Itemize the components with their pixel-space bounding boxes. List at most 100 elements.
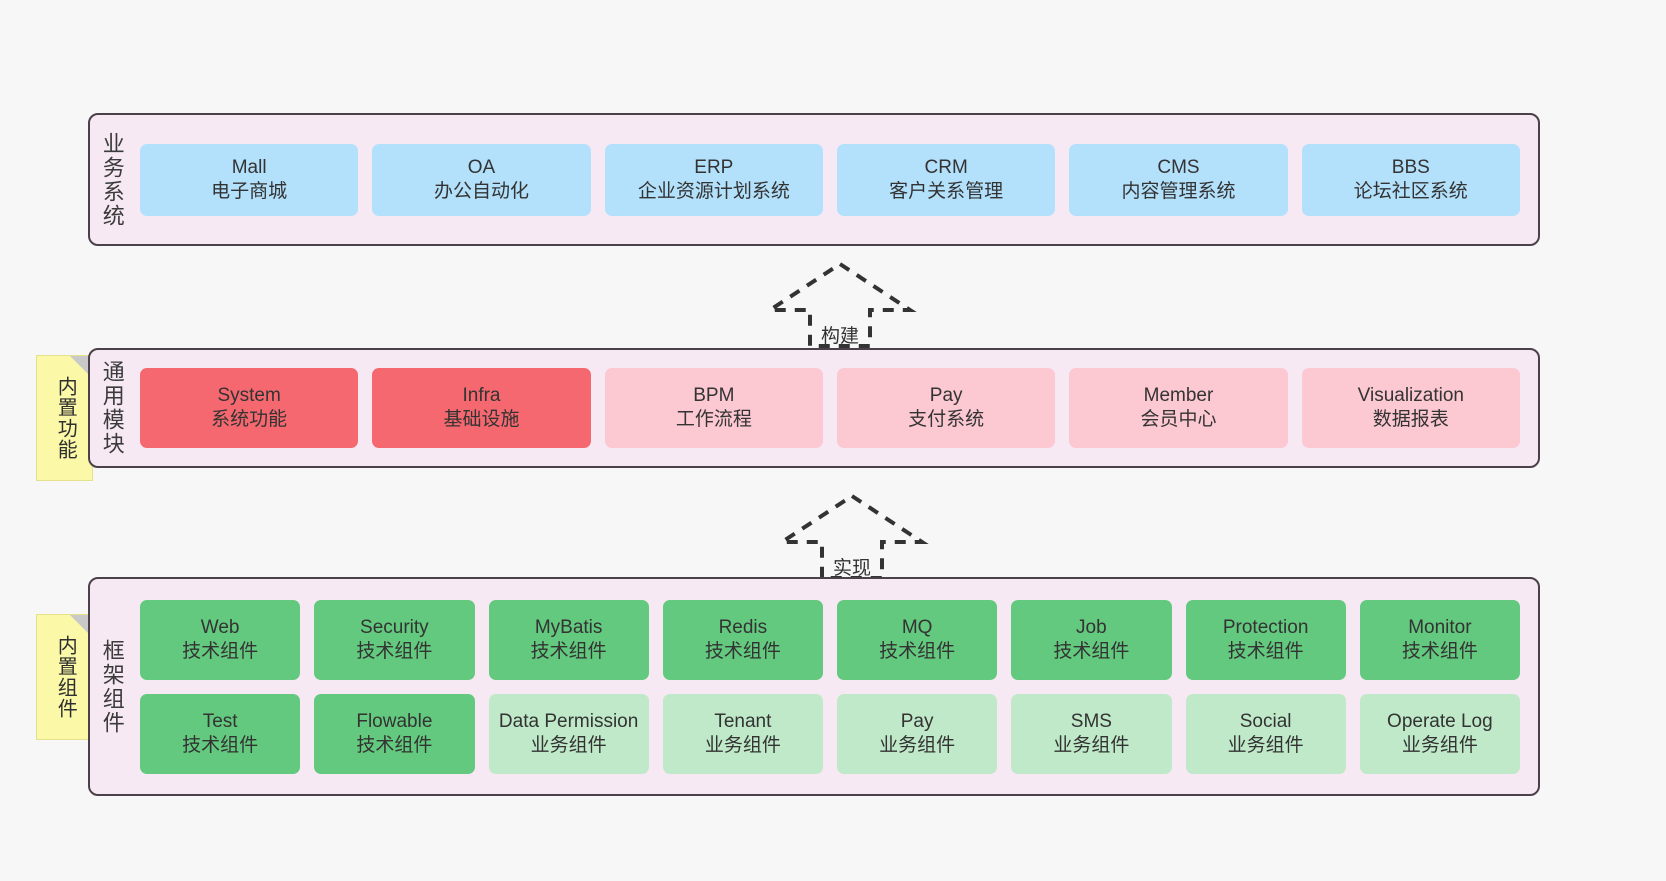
layer-title-framework-components: 框架组件 xyxy=(99,638,125,735)
layer-title-business-systems: 业务系统 xyxy=(99,131,125,228)
node-bpm[interactable]: BPM 工作流程 xyxy=(604,368,823,448)
node-tenant-sub: 业务组件 xyxy=(704,734,781,756)
node-operate-log-name: Operate Log xyxy=(1387,710,1493,732)
node-mybatis[interactable]: MyBatis 技术组件 xyxy=(488,599,649,680)
node-flowable-name: Flowable xyxy=(356,710,433,732)
node-security-sub: 技术组件 xyxy=(356,640,433,662)
node-test[interactable]: Test 技术组件 xyxy=(140,693,301,774)
node-job-name: Job xyxy=(1076,616,1107,638)
node-social[interactable]: Social 业务组件 xyxy=(1185,693,1346,774)
node-mall[interactable]: Mall 电子商城 xyxy=(140,143,359,216)
node-social-name: Social xyxy=(1239,710,1292,732)
node-data-permission-name: Data Permission xyxy=(498,710,639,732)
node-oa-name: OA xyxy=(467,156,496,178)
connector-realize-label: 实现 xyxy=(832,558,872,579)
node-mq-name: MQ xyxy=(901,616,933,638)
layer-body-framework-components: Web 技术组件 Security 技术组件 MyBatis 技术组件 Redi… xyxy=(134,579,1538,794)
node-visualization-name: Visualization xyxy=(1357,385,1464,407)
node-redis[interactable]: Redis 技术组件 xyxy=(662,599,823,680)
node-operate-log[interactable]: Operate Log 业务组件 xyxy=(1359,693,1520,774)
node-sms-name: SMS xyxy=(1070,710,1112,732)
node-monitor-sub: 技术组件 xyxy=(1401,640,1478,662)
node-bpm-name: BPM xyxy=(693,385,735,407)
node-job-sub: 技术组件 xyxy=(1053,640,1130,662)
node-bpm-sub: 工作流程 xyxy=(675,409,752,430)
node-crm[interactable]: CRM 客户关系管理 xyxy=(836,143,1056,216)
node-security[interactable]: Security 技术组件 xyxy=(314,599,475,680)
node-erp[interactable]: ERP 企业资源计划系统 xyxy=(604,143,823,216)
note-builtin-functions: 内置功能 xyxy=(36,355,93,481)
node-erp-name: ERP xyxy=(694,156,734,178)
node-system[interactable]: System 系统功能 xyxy=(140,368,359,448)
node-mybatis-name: MyBatis xyxy=(534,616,603,638)
node-data-permission[interactable]: Data Permission 业务组件 xyxy=(488,693,649,774)
node-test-sub: 技术组件 xyxy=(182,734,259,756)
node-mq-sub: 技术组件 xyxy=(879,640,956,662)
node-infra-name: Infra xyxy=(462,385,501,407)
layer-body-common-modules: System 系统功能 Infra 基础设施 BPM 工作流程 Pay 支付系统… xyxy=(134,350,1538,466)
framework-node-row-technical: Web 技术组件 Security 技术组件 MyBatis 技术组件 Redi… xyxy=(140,599,1520,680)
node-tenant-name: Tenant xyxy=(714,710,772,732)
node-erp-sub: 企业资源计划系统 xyxy=(637,180,790,202)
layer-body-business-systems: Mall 电子商城 OA 办公自动化 ERP 企业资源计划系统 CRM 客户关系… xyxy=(134,115,1538,244)
node-visualization[interactable]: Visualization 数据报表 xyxy=(1301,368,1520,448)
node-operate-log-sub: 业务组件 xyxy=(1401,734,1478,756)
node-monitor-name: Monitor xyxy=(1408,616,1472,638)
connector-realize: 实现 xyxy=(772,490,932,582)
node-mybatis-sub: 技术组件 xyxy=(530,640,607,662)
node-mall-sub: 电子商城 xyxy=(211,180,288,202)
node-cms-sub: 内容管理系统 xyxy=(1121,180,1236,202)
node-redis-sub: 技术组件 xyxy=(704,640,781,662)
node-web[interactable]: Web 技术组件 xyxy=(140,599,301,680)
node-infra-sub: 基础设施 xyxy=(443,409,520,430)
node-system-name: System xyxy=(217,385,281,407)
node-job[interactable]: Job 技术组件 xyxy=(1011,599,1172,680)
node-test-name: Test xyxy=(202,710,238,732)
node-cms-name: CMS xyxy=(1157,156,1200,178)
node-oa-sub: 办公自动化 xyxy=(433,180,529,202)
node-protection-sub: 技术组件 xyxy=(1227,640,1304,662)
node-oa[interactable]: OA 办公自动化 xyxy=(372,143,591,216)
arrow-up-outline-icon xyxy=(763,261,917,348)
node-infra[interactable]: Infra 基础设施 xyxy=(372,368,591,448)
node-web-name: Web xyxy=(200,616,240,638)
node-protection[interactable]: Protection 技术组件 xyxy=(1185,599,1346,680)
node-system-sub: 系统功能 xyxy=(211,409,288,430)
node-pay-module[interactable]: Pay 支付系统 xyxy=(836,368,1056,448)
note-builtin-components: 内置组件 xyxy=(36,614,93,740)
node-crm-sub: 客户关系管理 xyxy=(889,180,1004,202)
layer-framework-components: 框架组件 Web 技术组件 Security 技术组件 MyBatis 技术组件… xyxy=(88,577,1540,796)
layer-title-common-modules: 通用模块 xyxy=(99,360,125,456)
note-builtin-components-label: 内置组件 xyxy=(54,635,77,719)
node-mall-name: Mall xyxy=(231,156,267,178)
node-pay-module-sub: 支付系统 xyxy=(908,409,985,430)
node-redis-name: Redis xyxy=(718,616,768,638)
node-protection-name: Protection xyxy=(1222,616,1309,638)
node-data-permission-sub: 业务组件 xyxy=(530,734,607,756)
node-cms[interactable]: CMS 内容管理系统 xyxy=(1069,143,1288,216)
framework-node-row-business: Test 技术组件 Flowable 技术组件 Data Permission … xyxy=(140,693,1520,774)
connector-build-label: 构建 xyxy=(820,326,860,347)
node-tenant[interactable]: Tenant 业务组件 xyxy=(662,693,823,774)
node-crm-name: CRM xyxy=(924,156,968,178)
connector-build: 构建 xyxy=(760,258,920,350)
node-bbs[interactable]: BBS 论坛社区系统 xyxy=(1301,143,1520,216)
note-builtin-functions-label: 内置功能 xyxy=(54,376,77,460)
common-node-row: System 系统功能 Infra 基础设施 BPM 工作流程 Pay 支付系统… xyxy=(140,368,1520,448)
node-mq[interactable]: MQ 技术组件 xyxy=(837,599,998,680)
node-pay-component[interactable]: Pay 业务组件 xyxy=(837,693,998,774)
layer-common-modules: 通用模块 System 系统功能 Infra 基础设施 BPM 工作流程 Pay… xyxy=(88,348,1540,468)
node-member-sub: 会员中心 xyxy=(1140,409,1217,430)
node-social-sub: 业务组件 xyxy=(1227,734,1304,756)
node-web-sub: 技术组件 xyxy=(182,640,259,662)
node-monitor[interactable]: Monitor 技术组件 xyxy=(1359,599,1520,680)
layer-business-systems: 业务系统 Mall 电子商城 OA 办公自动化 ERP 企业资源计划系统 CRM… xyxy=(88,113,1540,246)
node-member[interactable]: Member 会员中心 xyxy=(1069,368,1288,448)
node-flowable[interactable]: Flowable 技术组件 xyxy=(314,693,475,774)
node-bbs-name: BBS xyxy=(1391,156,1430,178)
business-node-row: Mall 电子商城 OA 办公自动化 ERP 企业资源计划系统 CRM 客户关系… xyxy=(140,143,1520,216)
node-sms[interactable]: SMS 业务组件 xyxy=(1011,693,1172,774)
node-pay-component-sub: 业务组件 xyxy=(879,734,956,756)
node-visualization-sub: 数据报表 xyxy=(1372,409,1449,430)
